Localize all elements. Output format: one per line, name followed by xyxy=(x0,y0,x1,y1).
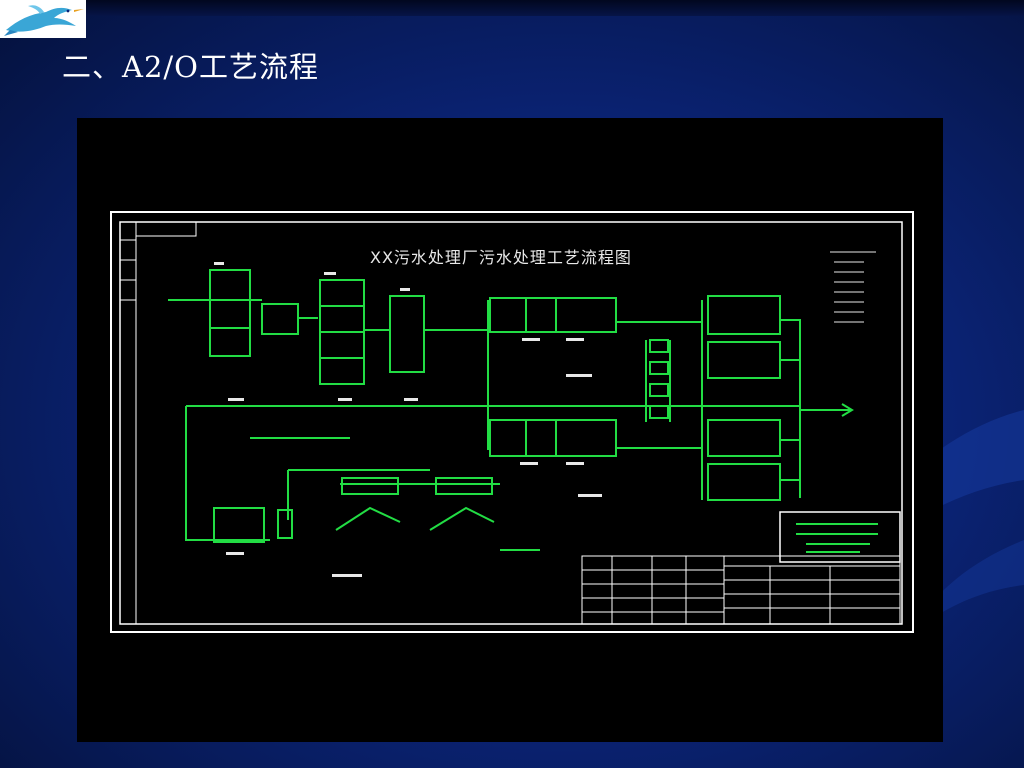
title-block-box xyxy=(779,511,901,563)
logo xyxy=(0,0,86,38)
drawing-title: XX污水处理厂污水处理工艺流程图 xyxy=(370,248,632,267)
bird-logo-icon xyxy=(4,5,84,36)
top-band xyxy=(0,0,1024,16)
title-block-table xyxy=(581,555,901,625)
title-block-text xyxy=(796,523,878,553)
slide-title: 二、A2/O工艺流程 xyxy=(62,50,319,84)
legend xyxy=(830,251,876,323)
pipe-network xyxy=(168,269,854,551)
small-drawing-text xyxy=(214,262,602,577)
drawing-border-inner xyxy=(119,221,903,625)
drawing-border-outer xyxy=(110,211,914,633)
